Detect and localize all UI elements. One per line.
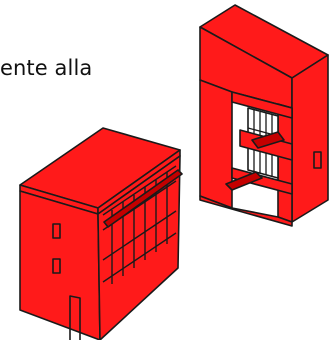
house-balcony-ledge xyxy=(103,169,183,228)
caption-text: ente alla xyxy=(0,56,93,80)
house-building xyxy=(19,127,183,340)
frame-base xyxy=(199,195,293,227)
frame-building xyxy=(199,4,329,227)
frame-stair-lower xyxy=(225,171,263,191)
frame-beam xyxy=(231,91,293,119)
frame-stair-upper xyxy=(251,131,285,149)
frame-lower-slab xyxy=(231,167,293,195)
frame-front-wall xyxy=(291,54,329,223)
house-window-lower xyxy=(52,258,61,274)
frame-left-pillar xyxy=(199,79,233,209)
house-window-upper xyxy=(52,223,61,239)
frame-window xyxy=(313,151,322,169)
frame-right-pillar xyxy=(277,103,293,223)
house-right-wall xyxy=(97,155,181,340)
house-door xyxy=(69,295,81,340)
